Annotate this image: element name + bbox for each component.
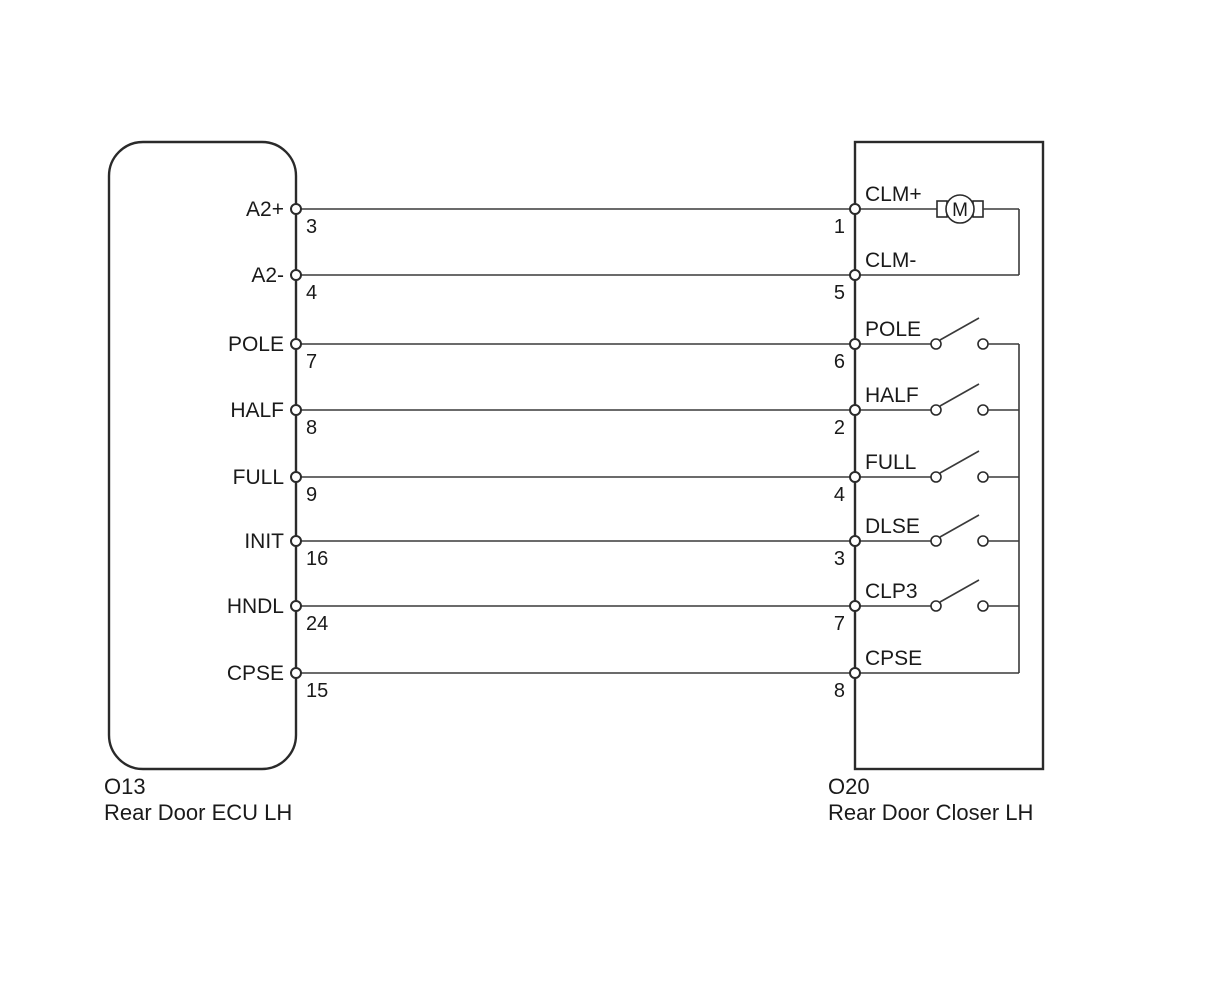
- switch-contact: [977, 338, 989, 350]
- ecu-terminal-name: FULL: [233, 466, 284, 489]
- closer-terminal-name: CPSE: [865, 647, 922, 670]
- closer-pin-number: 7: [834, 613, 845, 635]
- wires-layer: [296, 208, 855, 674]
- ecu-pin-number: 3: [306, 216, 317, 238]
- closer-terminal-name: HALF: [865, 384, 919, 407]
- closer-terminal: [849, 338, 861, 350]
- closer-terminal-name: POLE: [865, 318, 921, 341]
- switch-contact: [930, 338, 942, 350]
- closer-pin-number: 3: [834, 548, 845, 570]
- ecu-pin-number: 24: [306, 613, 328, 635]
- ecu-terminal: [290, 203, 302, 215]
- ecu-pin-number: 9: [306, 484, 317, 506]
- ecu-connector-code: O13: [104, 774, 146, 799]
- ecu-pin-number: 4: [306, 282, 317, 304]
- closer-terminal-name: CLM-: [865, 249, 916, 272]
- switch-contact: [977, 404, 989, 416]
- closer-terminal: [849, 600, 861, 612]
- closer-terminal: [849, 404, 861, 416]
- switch-contact: [930, 471, 942, 483]
- closer-pin-number: 1: [834, 216, 845, 238]
- closer-body: [853, 140, 1045, 771]
- ecu-terminal: [290, 600, 302, 612]
- switch-blade: [939, 317, 980, 341]
- motor-icon: [945, 194, 975, 224]
- closer-internal-circuit: M: [855, 194, 1020, 674]
- closer-pin-number: 5: [834, 282, 845, 304]
- ecu-terminal-name: CPSE: [227, 662, 284, 685]
- ecu-terminal-name: A2+: [246, 198, 284, 221]
- ecu-terminal: [290, 471, 302, 483]
- ecu-terminal: [290, 667, 302, 679]
- ecu-pin-number: 8: [306, 417, 317, 439]
- switch-blade: [939, 579, 980, 603]
- closer-terminal-name: DLSE: [865, 515, 920, 538]
- closer-terminal-name: CLM+: [865, 183, 922, 206]
- ecu-terminal-name: A2-: [251, 264, 284, 287]
- ecu-terminal-name: HALF: [230, 399, 284, 422]
- switch-blade: [939, 450, 980, 474]
- ecu-terminal-name: POLE: [228, 333, 284, 356]
- closer-terminal: [849, 667, 861, 679]
- closer-pin-number: 8: [834, 680, 845, 702]
- closer-name: Rear Door Closer LH: [828, 800, 1033, 825]
- switch-contact: [977, 471, 989, 483]
- switch-contact: [930, 600, 942, 612]
- ecu-terminal: [290, 404, 302, 416]
- closer-terminal: [849, 269, 861, 281]
- motor-symbol: M: [952, 200, 968, 221]
- switch-blade: [939, 514, 980, 538]
- ecu-terminal: [290, 338, 302, 350]
- ecu-pin-number: 7: [306, 351, 317, 373]
- closer-pin-number: 6: [834, 351, 845, 373]
- closer-connector-code: O20: [828, 774, 870, 799]
- ecu-pin-number: 16: [306, 548, 328, 570]
- switch-contact: [977, 535, 989, 547]
- closer-terminal: [849, 471, 861, 483]
- switch-contact: [977, 600, 989, 612]
- closer-terminal: [849, 203, 861, 215]
- ecu-terminal-name: INIT: [244, 530, 284, 553]
- switch-blade: [939, 383, 980, 407]
- closer-terminal: [849, 535, 861, 547]
- ecu-terminal: [290, 269, 302, 281]
- switch-contact: [930, 535, 942, 547]
- ecu-terminal-name: HNDL: [227, 595, 284, 618]
- switch-contact: [930, 404, 942, 416]
- closer-terminal-name: CLP3: [865, 580, 918, 603]
- closer-pin-number: 4: [834, 484, 845, 506]
- labels-layer: A2+ 3 1 CLM+ A2- 4 5 CLM- POLE 7 6 POLE HALF 8 2 HALF FU…: [227, 183, 922, 702]
- ecu-pin-number: 15: [306, 680, 328, 702]
- ecu-name: Rear Door ECU LH: [104, 800, 292, 825]
- closer-pin-number: 2: [834, 417, 845, 439]
- ecu-terminal: [290, 535, 302, 547]
- terminals-layer: [290, 203, 861, 679]
- closer-terminal-name: FULL: [865, 451, 916, 474]
- ecu-body: [107, 140, 298, 771]
